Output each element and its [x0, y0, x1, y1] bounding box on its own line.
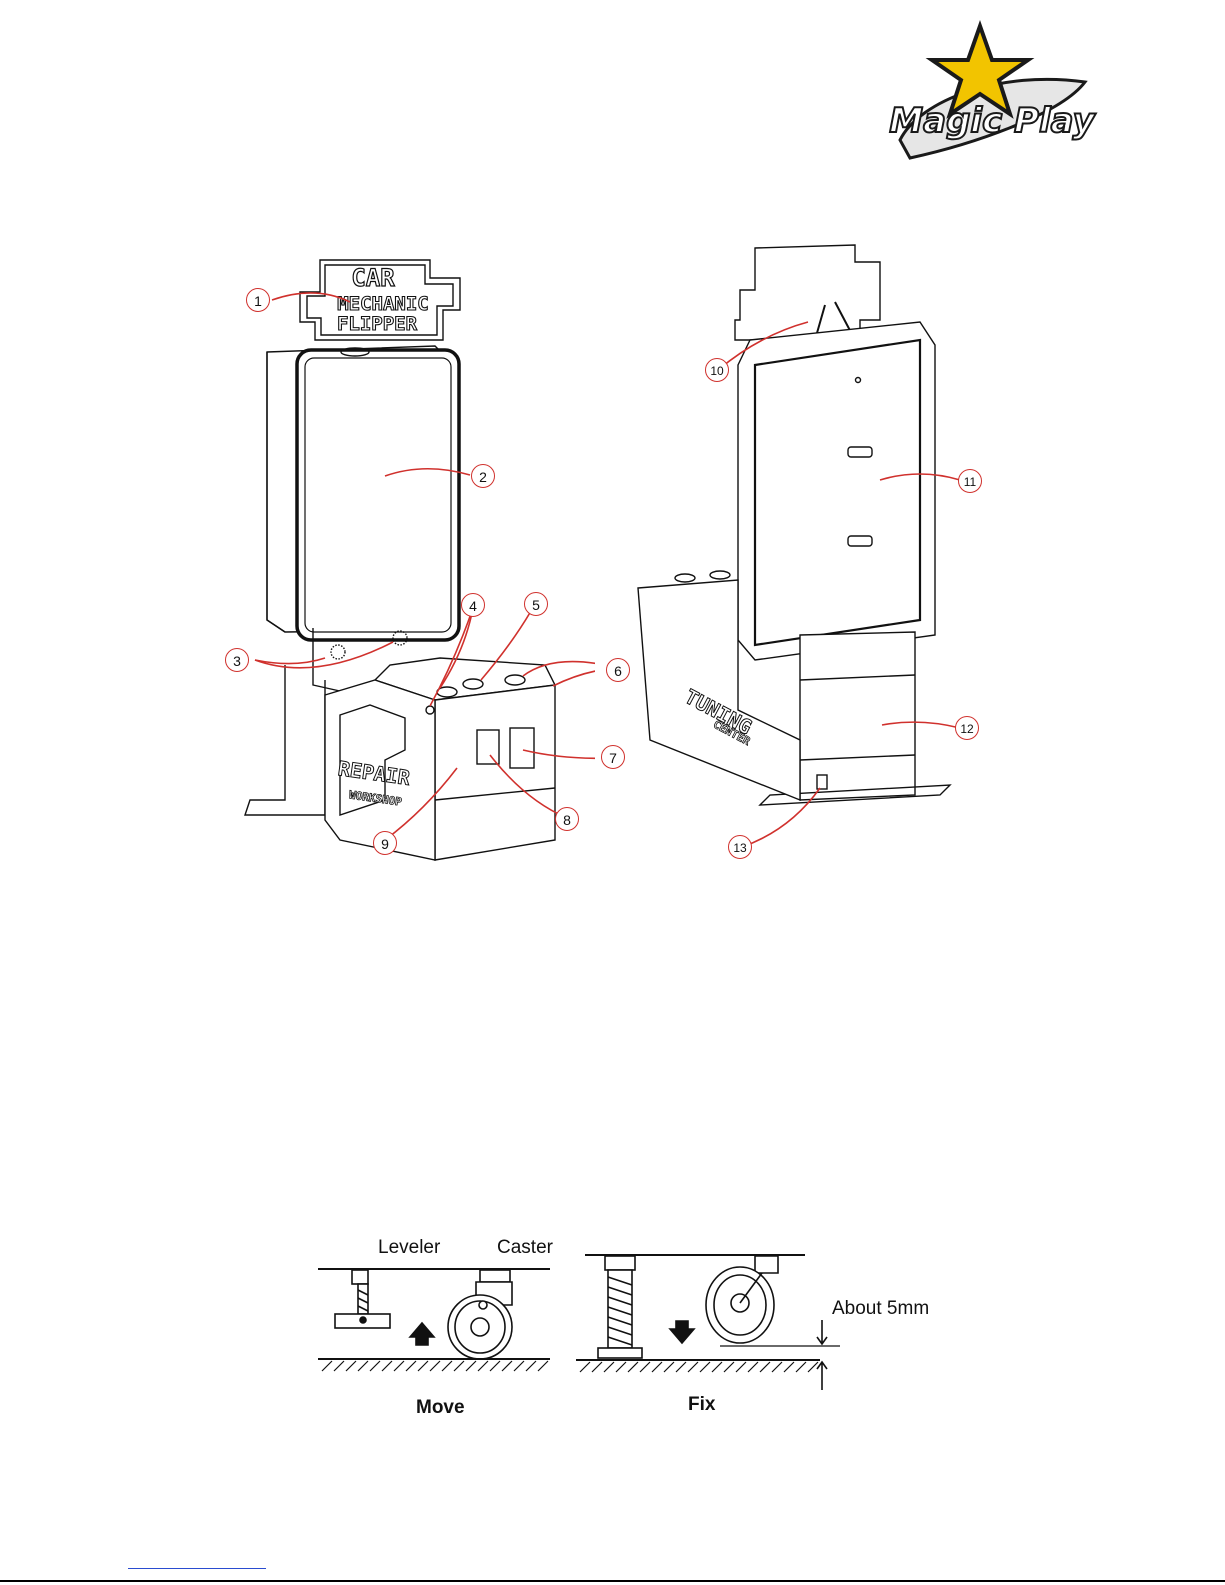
- footer-rule: [0, 1580, 1225, 1582]
- callout-7: 7: [601, 745, 625, 769]
- pedestal: [245, 665, 325, 815]
- callout-5: 5: [524, 592, 548, 616]
- footer-hyperlink-underline[interactable]: [128, 1568, 266, 1569]
- callout-3: 3: [225, 648, 249, 672]
- magic-play-logo: Magic Play: [880, 20, 1100, 170]
- fix-label: Fix: [688, 1394, 715, 1416]
- caster-label: Caster: [497, 1237, 553, 1259]
- marquee-sign: CAR MECHANIC FLIPPER: [300, 260, 460, 340]
- marquee-line-3: FLIPPER: [337, 313, 418, 335]
- logo-wordmark: Magic Play: [889, 101, 1096, 141]
- fix-panel: [576, 1255, 840, 1390]
- marquee-line-1: CAR: [351, 264, 395, 292]
- cabinet-front-view: CAR MECHANIC FLIPPER REPAIR WORKSHOP: [225, 240, 595, 865]
- leveler-label: Leveler: [378, 1237, 440, 1259]
- rear-monitor-cover: [738, 322, 935, 660]
- callout-8: 8: [555, 807, 579, 831]
- callout-6: 6: [606, 658, 630, 682]
- callout-4: 4: [461, 593, 485, 617]
- callout-9: 9: [373, 831, 397, 855]
- cabinet-rear-view: TUNING CENTER: [630, 240, 990, 865]
- marquee-line-2: MECHANIC: [337, 293, 429, 315]
- callout-10: 10: [705, 358, 729, 382]
- callout-13: 13: [728, 835, 752, 859]
- monitor-housing: [267, 346, 459, 640]
- move-panel: [318, 1269, 550, 1371]
- callout-2: 2: [471, 464, 495, 488]
- callout-1: 1: [246, 288, 270, 312]
- clearance-label: About 5mm: [832, 1298, 929, 1320]
- callout-12: 12: [955, 716, 979, 740]
- callout-11: 11: [958, 469, 982, 493]
- move-label: Move: [416, 1397, 465, 1419]
